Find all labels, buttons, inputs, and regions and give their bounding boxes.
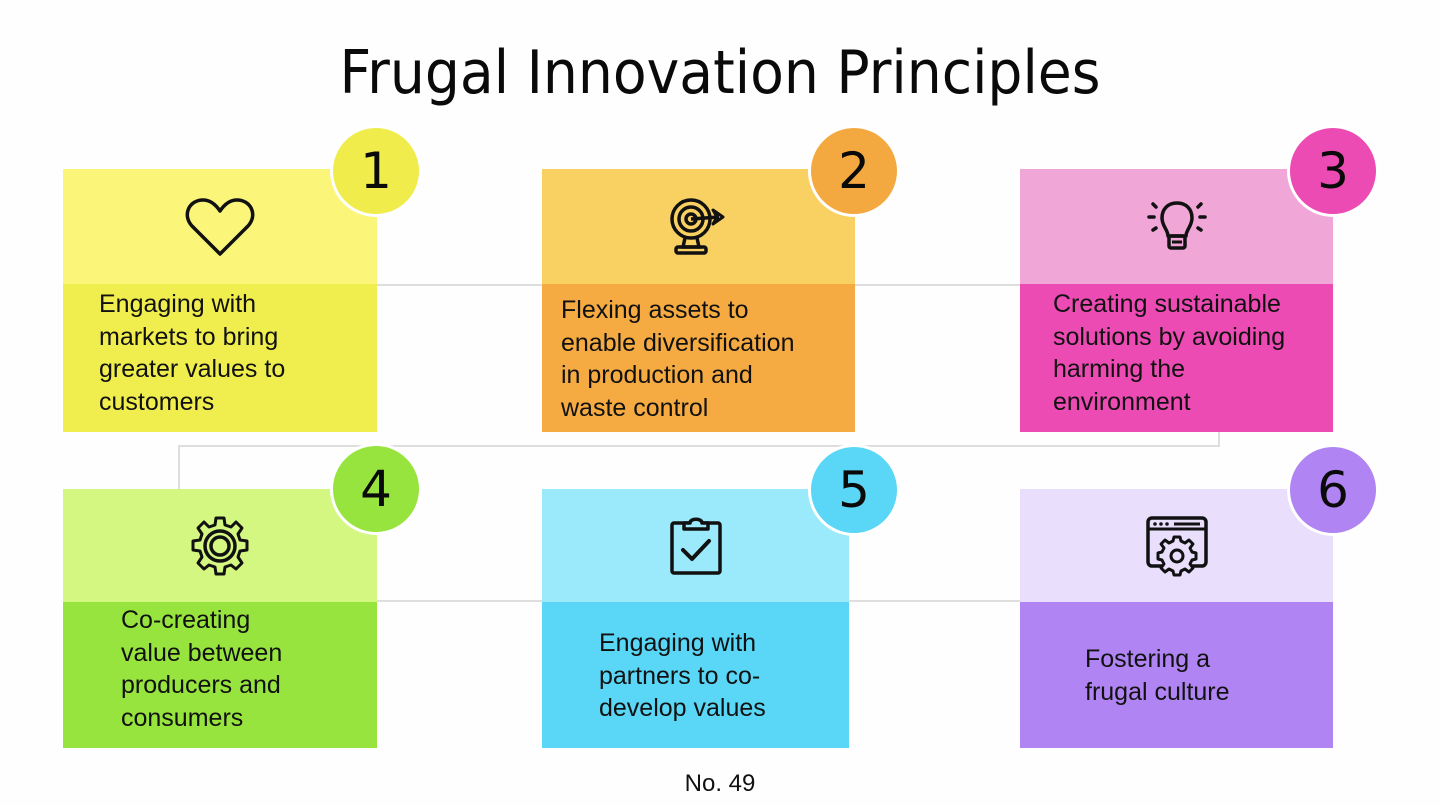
step-badge-6: 6 — [1287, 444, 1379, 536]
card-text-panel: Fostering a frugal culture — [1020, 602, 1333, 748]
step-badge-1: 1 — [330, 125, 422, 217]
card-icon-panel — [542, 169, 855, 284]
card-text-panel: Engaging with partners to co- develop va… — [542, 602, 849, 748]
connector-line-drop-right — [1218, 432, 1220, 447]
card-text-panel: Co-creating value between producers and … — [63, 602, 377, 748]
connector-line-drop-left — [178, 445, 180, 489]
card-icon-panel — [63, 169, 377, 284]
target-icon — [667, 197, 731, 257]
step-badge-3: 3 — [1287, 125, 1379, 217]
principle-text: Fostering a frugal culture — [1085, 645, 1230, 706]
principle-text: Engaging with markets to bring greater v… — [99, 290, 286, 416]
lightbulb-icon — [1146, 196, 1208, 258]
browser-settings-icon — [1145, 515, 1209, 577]
heart-icon — [185, 196, 255, 258]
principle-card-3: Creating sustainable solutions by avoidi… — [1020, 169, 1333, 432]
principle-card-4: Co-creating value between producers and … — [63, 489, 377, 748]
step-badge-5: 5 — [808, 444, 900, 536]
principle-text: Co-creating value between producers and … — [121, 606, 283, 732]
card-icon-panel — [1020, 489, 1333, 602]
page-title: Frugal Innovation Principles — [339, 38, 1101, 108]
principle-card-6: Fostering a frugal culture — [1020, 489, 1333, 748]
card-text-panel: Creating sustainable solutions by avoidi… — [1020, 284, 1333, 432]
step-badge-2: 2 — [808, 125, 900, 217]
card-icon-panel — [542, 489, 849, 602]
principle-card-2: Flexing assets to enable diversification… — [542, 169, 855, 432]
card-icon-panel — [1020, 169, 1333, 284]
clipboard-check-icon — [668, 515, 724, 577]
gear-icon — [189, 515, 251, 577]
principle-card-1: Engaging with markets to bring greater v… — [63, 169, 377, 432]
connector-line-middle — [178, 445, 1220, 447]
principle-text: Flexing assets to enable diversification… — [561, 296, 795, 422]
card-text-panel: Engaging with markets to bring greater v… — [63, 284, 377, 432]
step-badge-4: 4 — [330, 443, 422, 535]
principle-card-5: Engaging with partners to co- develop va… — [542, 489, 849, 748]
card-text-panel: Flexing assets to enable diversification… — [542, 284, 855, 432]
principle-text: Engaging with partners to co- develop va… — [599, 629, 766, 722]
page-number: No. 49 — [684, 770, 756, 797]
principle-text: Creating sustainable solutions by avoidi… — [1053, 290, 1286, 416]
card-icon-panel — [63, 489, 377, 602]
